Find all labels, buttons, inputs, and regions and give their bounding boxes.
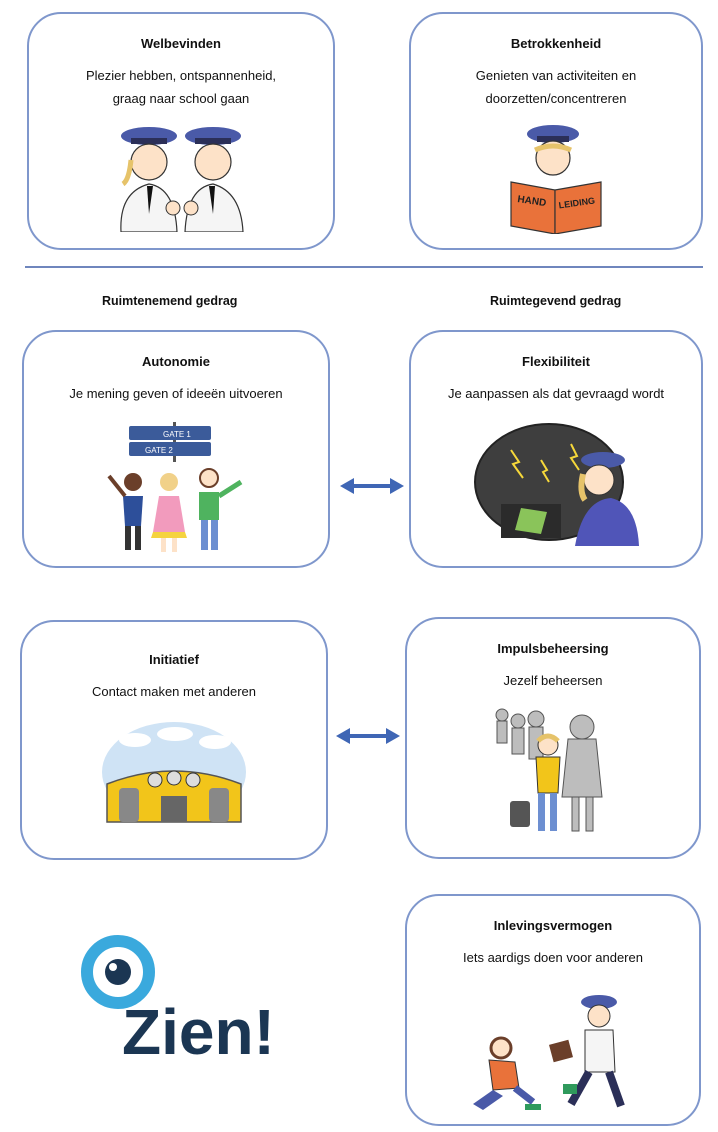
helping-illustration (473, 995, 625, 1110)
card-title: Initiatief (149, 652, 199, 667)
card-description: Genieten van activiteiten en doorzetten/… (421, 64, 691, 110)
card-description: Je aanpassen als dat gevraagd wordt (421, 382, 691, 405)
desc-line: Iets aardigs doen voor anderen (463, 950, 643, 965)
card-description: Je mening geven of ideeën uitvoeren (34, 382, 318, 405)
eye-icon (81, 935, 155, 1009)
desc-line: Jezelf beheersen (503, 673, 603, 688)
pilot-controls-illustration (102, 722, 246, 823)
desc-line: graag naar school gaan (112, 91, 250, 106)
two-officers-illustration (120, 127, 244, 232)
desc-line: Je mening geven of ideeën uitvoeren (69, 386, 283, 401)
desc-line: Je aanpassen als dat gevraagd wordt (447, 386, 665, 401)
desc-line: Plezier hebben, ontspannenheid, (85, 68, 277, 83)
card-title: Autonomie (142, 354, 210, 369)
desc-line: Genieten van activiteiten en (475, 68, 637, 83)
desc-line: Contact maken met anderen (91, 684, 257, 699)
pilot-storm-illustration (474, 423, 639, 546)
card-autonomie: Autonomie Je mening geven of ideeën uitv… (22, 330, 330, 568)
card-description: Iets aardigs doen voor anderen (417, 946, 689, 969)
card-title: Welbevinden (141, 36, 221, 51)
card-inlevingsvermogen: Inlevingsvermogen Iets aardigs doen voor… (405, 894, 701, 1126)
zien-logo: Zien! (81, 935, 275, 1062)
book-left-text: HAND (517, 194, 547, 209)
sign-bottom-text: GATE 2 (145, 446, 173, 455)
double-arrow-icon (336, 728, 400, 744)
card-impulsbeheersing: Impulsbeheersing Jezelf beheersen (405, 617, 701, 859)
card-welbevinden: Welbevinden Plezier hebben, ontspannenhe… (27, 12, 335, 250)
card-description: Jezelf beheersen (417, 669, 689, 692)
section-label-left: Ruimtenemend gedrag (102, 294, 238, 308)
section-divider (25, 266, 703, 268)
double-arrow-icon (340, 478, 404, 494)
card-description: Contact maken met anderen (32, 680, 316, 703)
card-betrokkenheid: Betrokkenheid Genieten van activiteiten … (409, 12, 703, 250)
section-label-right: Ruimtegevend gedrag (490, 294, 622, 308)
logo-text: Zien! (122, 996, 275, 1062)
card-title: Betrokkenheid (510, 36, 602, 51)
sign-top-text: GATE 1 (163, 430, 191, 439)
card-description: Plezier hebben, ontspannenheid, graag na… (39, 64, 323, 110)
queue-illustration (495, 708, 603, 832)
card-title: Inlevingsvermogen (493, 918, 613, 933)
card-title: Flexibiliteit (522, 354, 590, 369)
card-title: Impulsbeheersing (497, 641, 609, 656)
card-initiatief: Initiatief Contact maken met anderen (20, 620, 328, 860)
card-flexibiliteit: Flexibiliteit Je aanpassen als dat gevra… (409, 330, 703, 568)
children-signpost-illustration: GATE 1 GATE 2 (107, 422, 243, 552)
reading-officer-illustration: HAND LEIDING (510, 125, 602, 234)
desc-line: doorzetten/concentreren (485, 91, 627, 106)
